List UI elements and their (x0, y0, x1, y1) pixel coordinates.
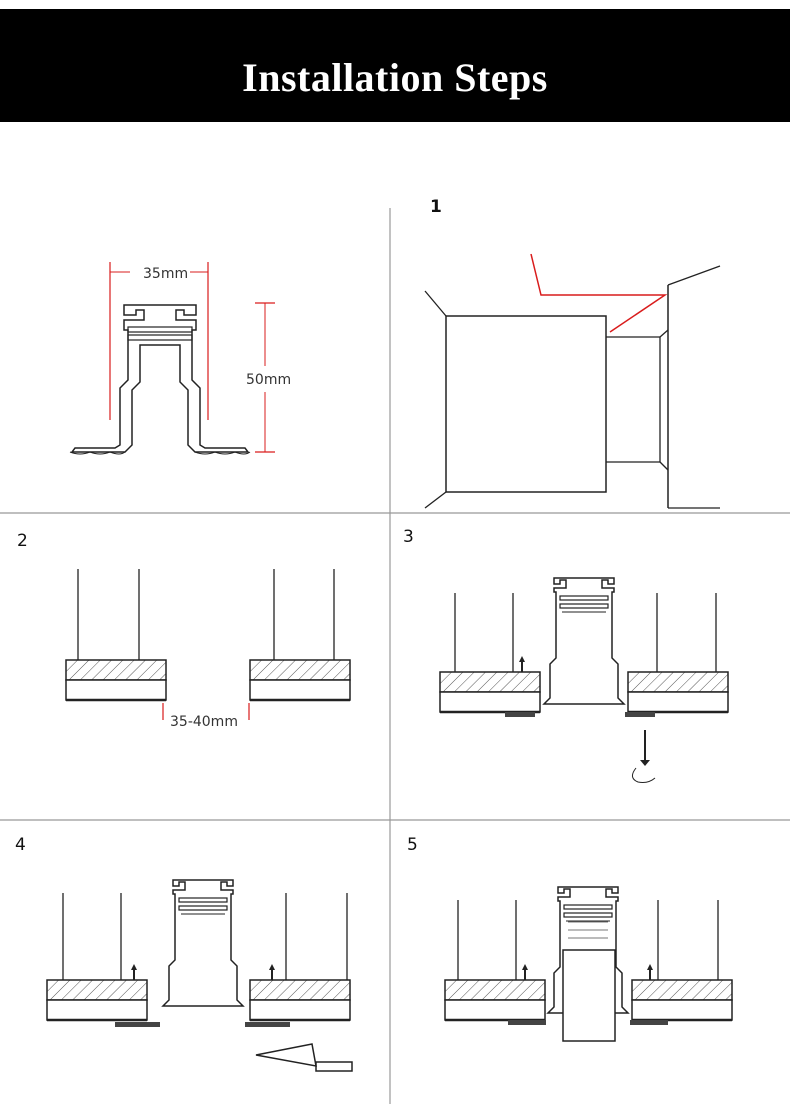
height-dimension-line (255, 302, 275, 453)
track-light-module (562, 921, 616, 1042)
panel-dimensions: 35mm 50mm (69, 262, 291, 455)
width-dimension-line (109, 262, 209, 420)
width-label: 35mm (143, 266, 188, 282)
right-ceiling-board (248, 569, 352, 702)
screw-icon (646, 963, 654, 981)
left-ceiling-board (64, 569, 168, 702)
panel-step-5: 5 (407, 835, 734, 1042)
height-label: 50mm (246, 372, 291, 388)
right-ceiling-board (248, 978, 352, 1022)
gap-label: 35-40mm (170, 714, 238, 730)
step-number: 2 (17, 531, 28, 551)
panel-step-4: 4 (15, 835, 353, 1072)
track-profile (543, 577, 625, 705)
left-ceiling-board (45, 978, 149, 1022)
step-number: 5 (407, 835, 418, 855)
ceiling-opening-drawing (424, 265, 721, 509)
left-ceiling-board (438, 670, 542, 714)
rotate-arrow-icon (632, 767, 656, 783)
putty-knife-icon (255, 1043, 353, 1072)
screw-icon (268, 963, 276, 981)
screw-icon (518, 655, 526, 673)
panel-step-3: 3 (403, 527, 730, 783)
screw-icon (130, 963, 138, 981)
track-profile (162, 879, 244, 1007)
screw-icon (521, 963, 529, 981)
screw-icon (640, 730, 650, 766)
right-ceiling-board (630, 978, 734, 1022)
panel-grid (0, 208, 790, 1104)
gap-dimension-line (162, 703, 250, 720)
step-number: 1 (430, 197, 442, 217)
header-banner: Installation Steps (0, 9, 790, 122)
page-title: Installation Steps (242, 55, 548, 100)
step-number: 4 (15, 835, 26, 855)
right-ceiling-board (626, 670, 730, 714)
pointer-line (530, 253, 668, 333)
panel-step-1: 1 (424, 197, 721, 509)
step-number: 3 (403, 527, 414, 547)
panel-step-2: 2 35-40mm (17, 531, 352, 730)
dimension-profile (69, 304, 251, 455)
left-ceiling-board (443, 978, 547, 1022)
